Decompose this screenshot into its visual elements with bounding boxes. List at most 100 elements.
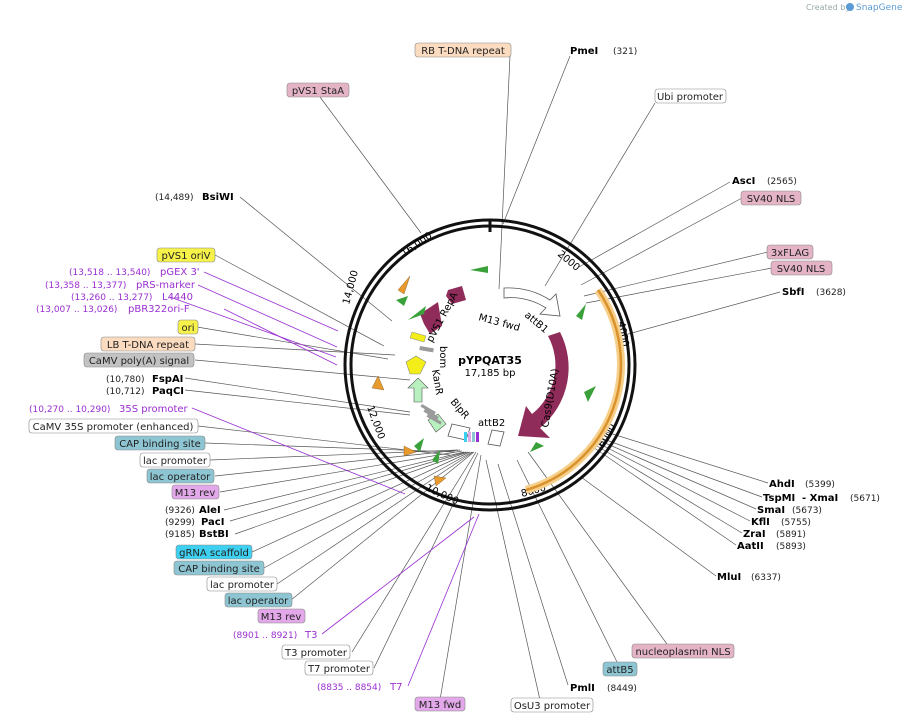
tick-12000: 12,000 <box>364 404 386 441</box>
primer-l4440[interactable]: L4440 <box>162 292 193 303</box>
tick-16000: 16,000 <box>399 230 434 259</box>
label-3xflag[interactable]: 3xFLAG <box>766 244 814 260</box>
primer-l4440-pos: (13,260 .. 13,277) <box>71 293 152 303</box>
svg-text:lac operator: lac operator <box>150 472 211 483</box>
enzyme-alei[interactable]: AleI <box>199 505 221 516</box>
label-m13-rev-1[interactable]: M13 rev <box>171 484 220 500</box>
inner-label-attb2: attB2 <box>478 418 505 429</box>
enzyme-kfli-pos: (5755) <box>781 518 811 528</box>
label-m13-rev-2[interactable]: M13 rev <box>257 608 306 624</box>
enzyme-asci-pos: (2565) <box>767 177 797 187</box>
cas9-arrow <box>518 332 569 438</box>
svg-text:RB T-DNA repeat: RB T-DNA repeat <box>421 46 505 57</box>
label-lac-operator-2[interactable]: lac operator <box>224 592 293 608</box>
svg-text:CaMV poly(A) signal: CaMV poly(A) signal <box>89 356 189 367</box>
enzyme-asci[interactable]: AscI <box>732 176 755 187</box>
label-camv-polya[interactable]: CaMV poly(A) signal <box>83 352 195 368</box>
enzyme-aatii[interactable]: AatII <box>737 541 764 552</box>
enzyme-paci-pos: (9299) <box>165 518 195 528</box>
primer-pgex3[interactable]: pGEX 3' <box>160 267 200 278</box>
svg-text:CaMV 35S promoter (enhanced): CaMV 35S promoter (enhanced) <box>33 422 194 433</box>
enzyme-kfli[interactable]: KflI <box>751 517 770 528</box>
primer-pbr322[interactable]: pBR322ori-F <box>128 304 190 315</box>
primer-35s-pos: (10,270 .. 10,290) <box>29 405 110 415</box>
enzyme-bsiwi[interactable]: BsiWI <box>202 192 234 203</box>
enzyme-sbfi[interactable]: SbfI <box>782 287 804 298</box>
svg-text:OsU3 promoter: OsU3 promoter <box>514 701 591 712</box>
label-m13-fwd[interactable]: M13 fwd <box>414 696 466 712</box>
enzyme-sbfi-pos: (3628) <box>816 288 846 298</box>
enzyme-smai[interactable]: SmaI <box>757 505 785 516</box>
label-grna-scaffold[interactable]: gRNA scaffold <box>175 544 253 560</box>
inner-label-m13fwd: M13 fwd <box>477 312 521 334</box>
label-cap-2[interactable]: CAP binding site <box>173 560 265 576</box>
inner-label-blpr: BlpR <box>448 397 471 422</box>
enzyme-bstbi[interactable]: BstBI <box>199 529 229 540</box>
label-osu3-promoter[interactable]: OsU3 promoter <box>510 697 594 713</box>
label-pvs1-staa[interactable]: pVS1 StaA <box>286 82 350 98</box>
enzyme-tspmi[interactable]: TspMI <box>763 493 795 504</box>
inner-label-kanr: KanR <box>429 369 444 396</box>
svg-text:SV40 NLS: SV40 NLS <box>777 264 826 275</box>
enzyme-pmli[interactable]: PmlI <box>570 683 595 694</box>
label-camv35s-enh[interactable]: CaMV 35S promoter (enhanced) <box>28 418 199 434</box>
svg-text:CAP binding site: CAP binding site <box>119 439 201 450</box>
svg-text:pVS1 StaA: pVS1 StaA <box>292 86 344 97</box>
primer-t7-pos: (8835 .. 8854) <box>317 683 381 693</box>
label-cap-1[interactable]: CAP binding site <box>114 435 206 451</box>
enzyme-paqci[interactable]: PaqCI <box>152 386 184 397</box>
primer-t7[interactable]: T7 <box>389 682 402 693</box>
label-lac-promoter-2[interactable]: lac promoter <box>206 576 278 592</box>
enzyme-paci[interactable]: PacI <box>201 517 224 528</box>
marker-strip <box>464 432 479 442</box>
enzyme-bstbi-pos: (9185) <box>165 530 195 540</box>
label-attb5[interactable]: attB5 <box>602 661 638 677</box>
primer-t3[interactable]: T3 <box>304 630 317 641</box>
enzyme-zrai-pos: (5891) <box>776 530 806 540</box>
label-lac-promoter-1[interactable]: lac promoter <box>139 452 211 468</box>
enzyme-mlui[interactable]: MluI <box>717 572 741 583</box>
label-ubi-promoter[interactable]: Ubi promoter <box>654 88 727 104</box>
label-t7-promoter[interactable]: T7 promoter <box>304 660 374 676</box>
primer-t3-pos: (8901 .. 8921) <box>233 631 297 641</box>
tick-14000: 14,000 <box>341 269 361 306</box>
pvs1-staa-arrow <box>446 286 466 304</box>
enzyme-pmei[interactable]: PmeI <box>570 46 598 57</box>
inner-label-bom: bom <box>437 346 448 368</box>
primer-arrows <box>396 266 596 464</box>
primer-prs-marker[interactable]: pRS-marker <box>136 280 196 291</box>
enzyme-tspmi-pos: (5671) <box>850 494 880 504</box>
label-t3-promoter[interactable]: T3 promoter <box>281 644 351 660</box>
label-rb-tdna[interactable]: RB T-DNA repeat <box>414 42 512 58</box>
primer-leader-lines <box>169 271 480 687</box>
attb5-arrow <box>487 429 505 447</box>
label-sv40-nls-1[interactable]: SV40 NLS <box>740 190 802 206</box>
svg-text:M13 rev: M13 rev <box>261 612 302 623</box>
enzyme-ahdi-pos: (5399) <box>805 480 835 490</box>
svg-text:CAP binding site: CAP binding site <box>178 564 260 575</box>
enzyme-zrai[interactable]: ZraI <box>743 529 766 540</box>
svg-text:LB T-DNA repeat: LB T-DNA repeat <box>107 340 189 351</box>
enzyme-xmai[interactable]: - XmaI <box>802 493 838 504</box>
svg-text:3xFLAG: 3xFLAG <box>771 248 809 259</box>
svg-text:SV40 NLS: SV40 NLS <box>747 194 796 205</box>
leader-lines <box>184 55 781 701</box>
enzyme-smai-pos: (5673) <box>792 506 822 516</box>
enzyme-ahdi[interactable]: AhdI <box>769 479 795 490</box>
enzyme-pmli-pos: (8449) <box>607 684 637 694</box>
primer-35s[interactable]: 35S promoter <box>119 404 189 415</box>
svg-text:lac operator: lac operator <box>228 596 289 607</box>
svg-text:gRNA scaffold: gRNA scaffold <box>179 548 249 559</box>
enzyme-fspai-pos: (10,780) <box>106 375 145 385</box>
label-sv40-nls-2[interactable]: SV40 NLS <box>770 260 833 276</box>
orange-arc <box>525 289 623 492</box>
enzyme-pmei-pos: (321) <box>613 47 637 57</box>
svg-text:T3 promoter: T3 promoter <box>284 648 348 659</box>
label-pvs1-oriv[interactable]: pVS1 oriV <box>156 247 216 263</box>
label-ori[interactable]: ori <box>177 319 199 335</box>
label-lac-operator-1[interactable]: lac operator <box>146 468 215 484</box>
label-lb-tdna[interactable]: LB T-DNA repeat <box>100 336 196 352</box>
enzyme-fspai[interactable]: FspAI <box>152 374 183 385</box>
label-nucleoplasmin-nls[interactable]: nucleoplasmin NLS <box>631 643 735 659</box>
